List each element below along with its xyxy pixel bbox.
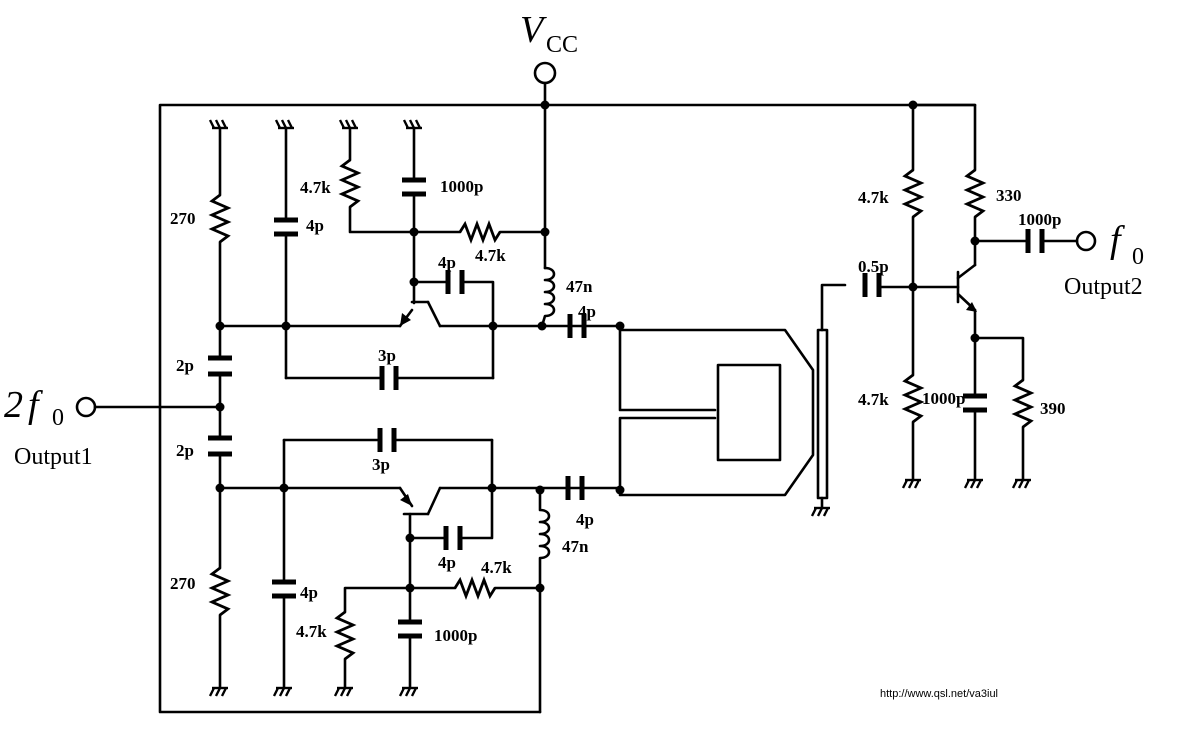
label-c-lower-emitter-fb: 4p (438, 553, 456, 572)
label-r-upper-emitter: 4.7k (300, 178, 331, 197)
ground-icon (272, 686, 292, 697)
label-r-lower-emitter: 4.7k (296, 622, 327, 641)
label-r-upper-bias: 270 (170, 209, 196, 228)
label-r-buffer-collector: 330 (996, 186, 1022, 205)
output1-prefix: 2 (4, 384, 23, 426)
label-r-upper-feed: 4.7k (475, 246, 506, 265)
ground-icon (333, 686, 353, 697)
resonator-structure (618, 283, 847, 500)
label-c-buffer-in: 0.5p (858, 257, 889, 276)
label-r-buffer-emitter: 390 (1040, 399, 1066, 418)
label-c-upper-emitter-fb: 4p (438, 253, 456, 272)
label-c-lower-base-shunt: 4p (300, 583, 318, 602)
label-c-lower-fb: 3p (372, 455, 390, 474)
label-r-buffer-bias-bottom: 4.7k (858, 390, 889, 409)
vcc-symbol: V (520, 9, 547, 51)
lower-oscillator (218, 428, 625, 714)
resistor-4k7-lower-emitter (333, 610, 357, 661)
ground-icon (338, 119, 358, 130)
output1-subscript: 0 (52, 405, 64, 431)
ground-icon (963, 478, 983, 489)
output1-label: Output1 (14, 444, 93, 470)
label-c-lower-bypass: 1000p (434, 626, 477, 645)
label-r-buffer-bias-top: 4.7k (858, 188, 889, 207)
label-c-upper-bypass: 1000p (440, 177, 483, 196)
resistor-270-upper (208, 193, 232, 244)
component-labels: 270 2p 2p 270 4p 4.7k 1000p 4.7k 4p 3p 4… (170, 177, 1066, 645)
buffer-stage (862, 100, 1079, 482)
ground-symbols (208, 119, 1031, 697)
output2-port: f 0 Output2 (1064, 219, 1144, 300)
ground-icon (208, 686, 228, 697)
upper-oscillator (218, 100, 625, 390)
watermark-url: http://www.qsl.net/va3iul (880, 688, 998, 700)
vcc-terminal: V CC (520, 9, 578, 107)
resistor-4k7-buffer-bottom (901, 373, 925, 424)
label-c-lower-coupling: 4p (576, 510, 594, 529)
board-outline (158, 103, 977, 714)
label-c-lower-series: 2p (176, 441, 194, 460)
label-c-buffer-emitter: 1000p (922, 389, 965, 408)
output2-subscript: 0 (1132, 244, 1144, 270)
ground-icon (1011, 478, 1031, 489)
resistor-270-lower (208, 566, 232, 617)
label-c-upper-series: 2p (176, 356, 194, 375)
inductor-47n-lower (538, 488, 551, 590)
resistor-4k7-upper-feed (458, 220, 502, 244)
resistor-390 (1011, 378, 1035, 429)
lower-transistor (398, 486, 442, 540)
left-column (208, 126, 232, 690)
resistor-4k7-lower-feed (453, 576, 497, 600)
label-r-lower-feed: 4.7k (481, 558, 512, 577)
output1-freq: f (28, 384, 43, 426)
resistor-4k7-upper-emitter (338, 158, 362, 209)
ground-icon (810, 506, 830, 517)
ground-icon (208, 119, 228, 130)
output2-label: Output2 (1064, 274, 1143, 300)
resistor-330 (963, 168, 987, 219)
label-c-upper-base-shunt: 4p (306, 216, 324, 235)
label-c-upper-fb: 3p (378, 346, 396, 365)
upper-transistor (398, 280, 442, 328)
label-r-lower-bias: 270 (170, 574, 196, 593)
label-l-upper-choke: 47n (566, 277, 593, 296)
ground-icon (398, 686, 418, 697)
buffer-transistor (956, 263, 977, 312)
inductor-47n-upper (540, 266, 556, 328)
ground-icon (402, 119, 422, 130)
vcc-subscript: CC (546, 32, 578, 58)
ground-icon (274, 119, 294, 130)
resistor-4k7-buffer-top (901, 168, 925, 219)
ground-icon (901, 478, 921, 489)
label-l-lower-choke: 47n (562, 537, 589, 556)
label-c-upper-coupling: 4p (578, 302, 596, 321)
output2-freq: f (1110, 219, 1125, 261)
label-c-buffer-out: 1000p (1018, 210, 1061, 229)
